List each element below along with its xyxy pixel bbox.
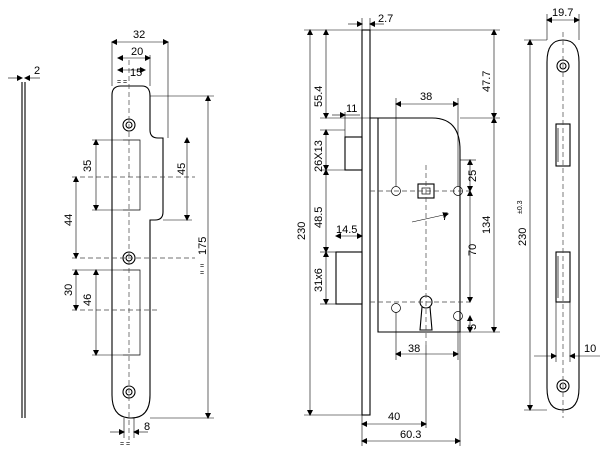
- dim-strike-length: 175: [197, 237, 209, 255]
- dim-latch-size: 26X13: [313, 140, 325, 172]
- dim-centre-distance: 70: [467, 244, 479, 256]
- lock-body-view: 2.7 230 55.4 26X13 48.5 31x6 11 14.5 38: [296, 13, 500, 446]
- dim-strike-mid-offset: 44: [63, 214, 75, 226]
- dim-latch-to-bolt: 48.5: [313, 207, 325, 228]
- dim-strike-upper-offset: 35: [82, 160, 94, 172]
- dim-faceplate-thickness: 2.7: [378, 13, 393, 25]
- dim-faceplate-length: 230: [517, 228, 529, 246]
- dim-top-to-case: 55.4: [313, 86, 325, 107]
- dim-strike-thickness: 2: [34, 65, 40, 77]
- svg-text:=: =: [200, 270, 204, 277]
- svg-text:= =: = =: [120, 441, 130, 448]
- dim-bolt-size: 31x6: [313, 268, 325, 292]
- dim-keyhole-width: 38: [408, 343, 420, 355]
- dim-bolt-throw: 14.5: [336, 224, 357, 236]
- dim-bolt-width: 10: [584, 343, 596, 355]
- strike-plate-side-view: 2: [8, 65, 40, 418]
- dim-strike-width-inner: 15: [130, 67, 142, 79]
- dim-faceplate-width: 19.7: [552, 7, 573, 19]
- svg-text:=: =: [200, 263, 204, 270]
- dim-faceplate-tolerance: ±0.3: [517, 200, 524, 214]
- svg-text:= =: = =: [117, 79, 127, 86]
- dim-strike-lower-offset: 30: [63, 284, 75, 296]
- dim-strike-width-total: 32: [133, 29, 145, 41]
- dim-backset: 40: [388, 411, 400, 423]
- dim-strike-bottom-width: 8: [144, 421, 150, 433]
- dim-keyhole-bottom: 5: [467, 324, 479, 330]
- dim-total-depth: 60.3: [400, 429, 421, 441]
- dim-strike-width-mid: 20: [131, 46, 143, 58]
- dim-follower-square: 7: [442, 211, 448, 223]
- dim-case-width: 38: [420, 91, 432, 103]
- strike-plate-front-view: 32 20 15 = = 35 44 30 46 45 175 = =: [63, 29, 214, 448]
- dim-lock-length: 230: [296, 222, 308, 240]
- dim-strike-lower-slot: 46: [82, 294, 94, 306]
- dim-follower-top: 47.7: [481, 71, 493, 92]
- faceplate-front-view: 19.7 230 ±0.3 10: [517, 7, 600, 418]
- dim-strike-upper-cutout: 45: [176, 163, 188, 175]
- dim-case-height: 134: [481, 216, 493, 234]
- dim-latch-projection: 11: [346, 103, 357, 115]
- dim-follower-offset: 25: [467, 170, 479, 182]
